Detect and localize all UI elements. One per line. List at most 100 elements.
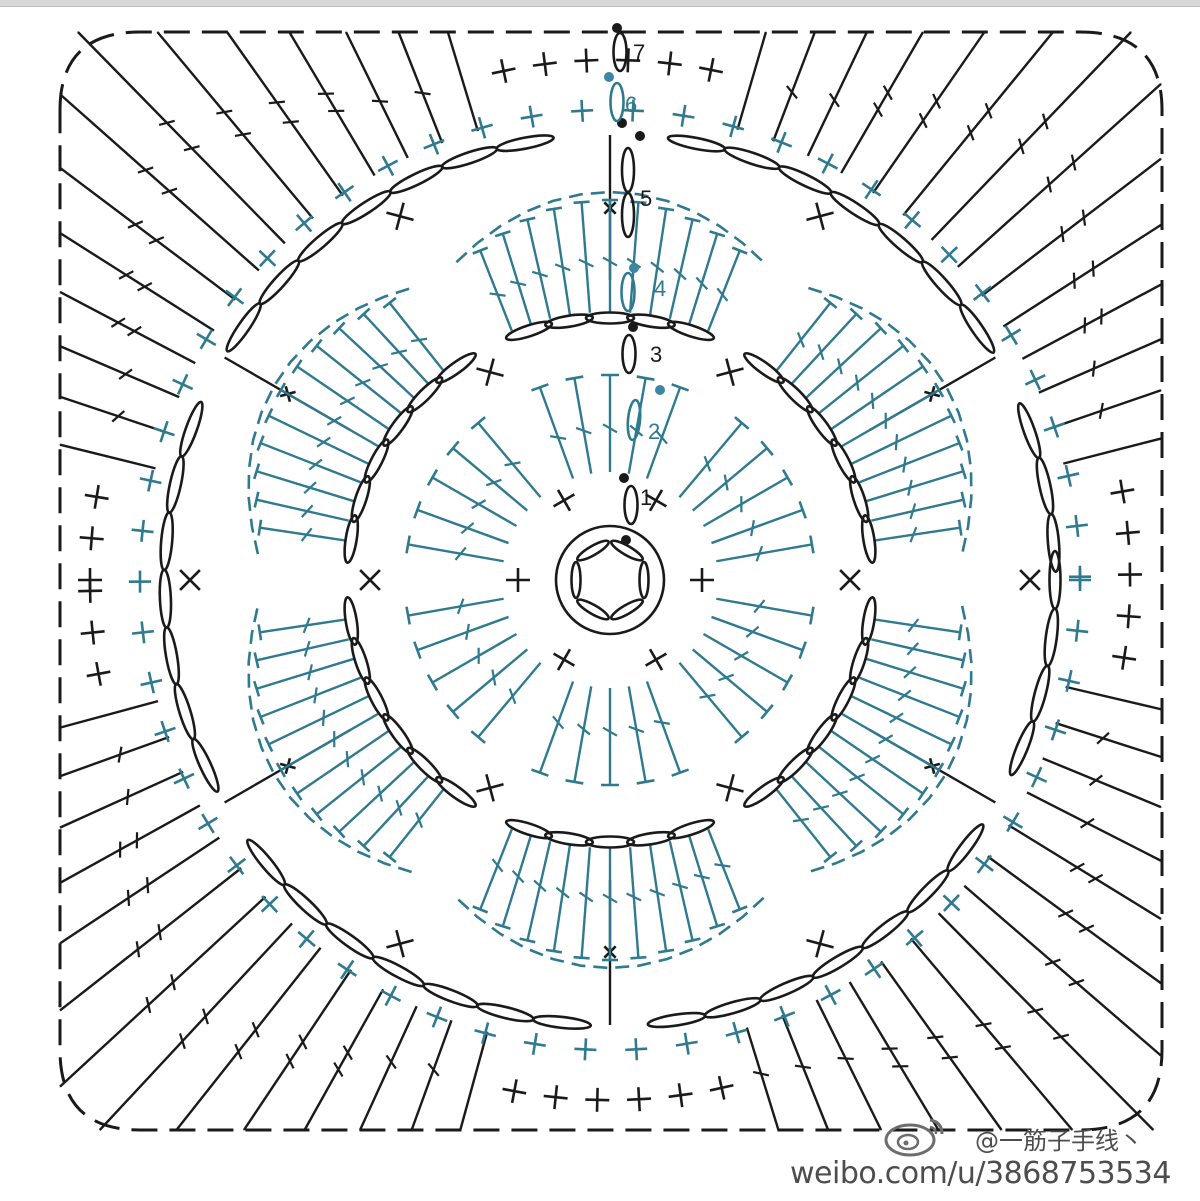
round3-chain (584, 311, 636, 325)
stitch-slash (1068, 978, 1085, 987)
round4-petal-stitch (315, 344, 402, 414)
round-1-center-ring (554, 524, 666, 636)
stitch-slash (1091, 260, 1095, 277)
stitch-slash (849, 773, 866, 782)
round3-chain (435, 775, 477, 809)
round-label-5: 5 (640, 186, 653, 211)
stitch-slash (1088, 774, 1103, 787)
round5-chain (340, 189, 393, 226)
round6-sc (905, 929, 924, 947)
round5-join-sc (839, 569, 861, 591)
round2-stitch (431, 476, 518, 528)
stitch-slash (345, 751, 350, 768)
stitch-slash (377, 785, 384, 802)
round3-chain (625, 830, 677, 847)
round7-sc (1119, 479, 1126, 504)
stitch-slash (794, 1064, 812, 1070)
stitch-slash (753, 599, 766, 614)
stitch-slash (785, 85, 798, 100)
round2-stitch (798, 500, 807, 519)
round4-petal-stitch (959, 680, 967, 697)
round4-petal-stitch (707, 828, 741, 910)
round7-stitch (59, 770, 184, 829)
round7-stitch (1055, 721, 1162, 759)
round2-stitch (470, 730, 486, 744)
round2-sc (644, 652, 668, 667)
round6-sc (199, 329, 214, 350)
slip-stitch-dot (655, 385, 665, 395)
round6-sc (820, 988, 841, 1002)
round4-petal-stitch (332, 321, 346, 336)
stitch-slash (148, 236, 165, 245)
round2-sc (552, 493, 576, 508)
slip-stitch-dot (604, 72, 614, 82)
stitch-slash (137, 281, 153, 292)
round2-stitch (530, 768, 549, 777)
stitch-slash (158, 119, 175, 126)
round4-petal-stitch (382, 851, 397, 864)
round4-petal-stitch (275, 762, 287, 778)
round4-petal-stitch (552, 208, 572, 316)
round2-stitch (627, 377, 647, 474)
round5-chain (388, 164, 444, 195)
round4-petal-stitch (688, 835, 719, 927)
round4-petal-stitch (494, 922, 511, 930)
round7-stitch (745, 1027, 780, 1131)
stitch-slash (339, 396, 356, 406)
round4-petal-stitch (362, 775, 429, 847)
round5-chain (1008, 719, 1036, 777)
round4-petal-stitch (253, 491, 260, 508)
round4-petal-stitch (501, 835, 532, 927)
round2-stitch (452, 648, 529, 713)
round5-chain (440, 145, 499, 170)
round4-petal-stitch (257, 519, 263, 536)
stitch-slash (602, 726, 618, 737)
stitch-slash (628, 725, 645, 734)
stitch-slash (695, 276, 709, 291)
round6-sc (1050, 719, 1061, 741)
round6-sc (147, 469, 155, 492)
round7-sc (93, 484, 100, 509)
stitch-slash (268, 100, 285, 105)
round2-stitch (452, 447, 529, 512)
stitch-slash (941, 1055, 958, 1060)
round4-petal-stitch (791, 313, 858, 385)
stitch-slash (234, 132, 252, 137)
stitch-slash (655, 430, 668, 445)
stitch-slash (145, 877, 150, 894)
stitch-slash (714, 863, 731, 868)
round5-chain (723, 146, 781, 171)
stitch-slash (531, 270, 548, 278)
round2-stitch (734, 730, 750, 744)
stitch-slash (118, 368, 133, 380)
round5-chain (225, 301, 263, 353)
round4-petal-stitch (874, 618, 961, 634)
round4-petal-stitch (256, 498, 349, 522)
round7-stitch (986, 855, 1162, 985)
round4-petal-stitch (823, 296, 838, 309)
round5-chain (178, 400, 204, 458)
round3-chain (776, 376, 814, 414)
round2-stitch (627, 686, 647, 783)
stitch-slash (718, 673, 735, 682)
round1-chain (575, 539, 611, 562)
round5-join-sc (395, 929, 405, 958)
round6-sc (380, 989, 402, 1003)
round4-petal-stitch (253, 680, 261, 697)
round6-sc (140, 519, 146, 542)
stitch-slash (872, 102, 883, 118)
round5-chain (531, 1014, 593, 1030)
weibo-logo-icon (884, 1118, 944, 1157)
stitch-slash (285, 1053, 295, 1069)
round4-petal-stitch (280, 712, 379, 772)
round3-chain (381, 405, 415, 447)
round6-sc (258, 249, 276, 268)
stitch-slash (410, 337, 428, 343)
round2-stitch (477, 661, 542, 738)
stitch-slash (135, 941, 141, 958)
round4-petal-stitch (296, 730, 390, 795)
round4-petal-stitch (519, 216, 536, 223)
round3-chain (543, 313, 595, 330)
stitch-slash (927, 1035, 944, 1040)
round2-stitch (678, 661, 743, 738)
